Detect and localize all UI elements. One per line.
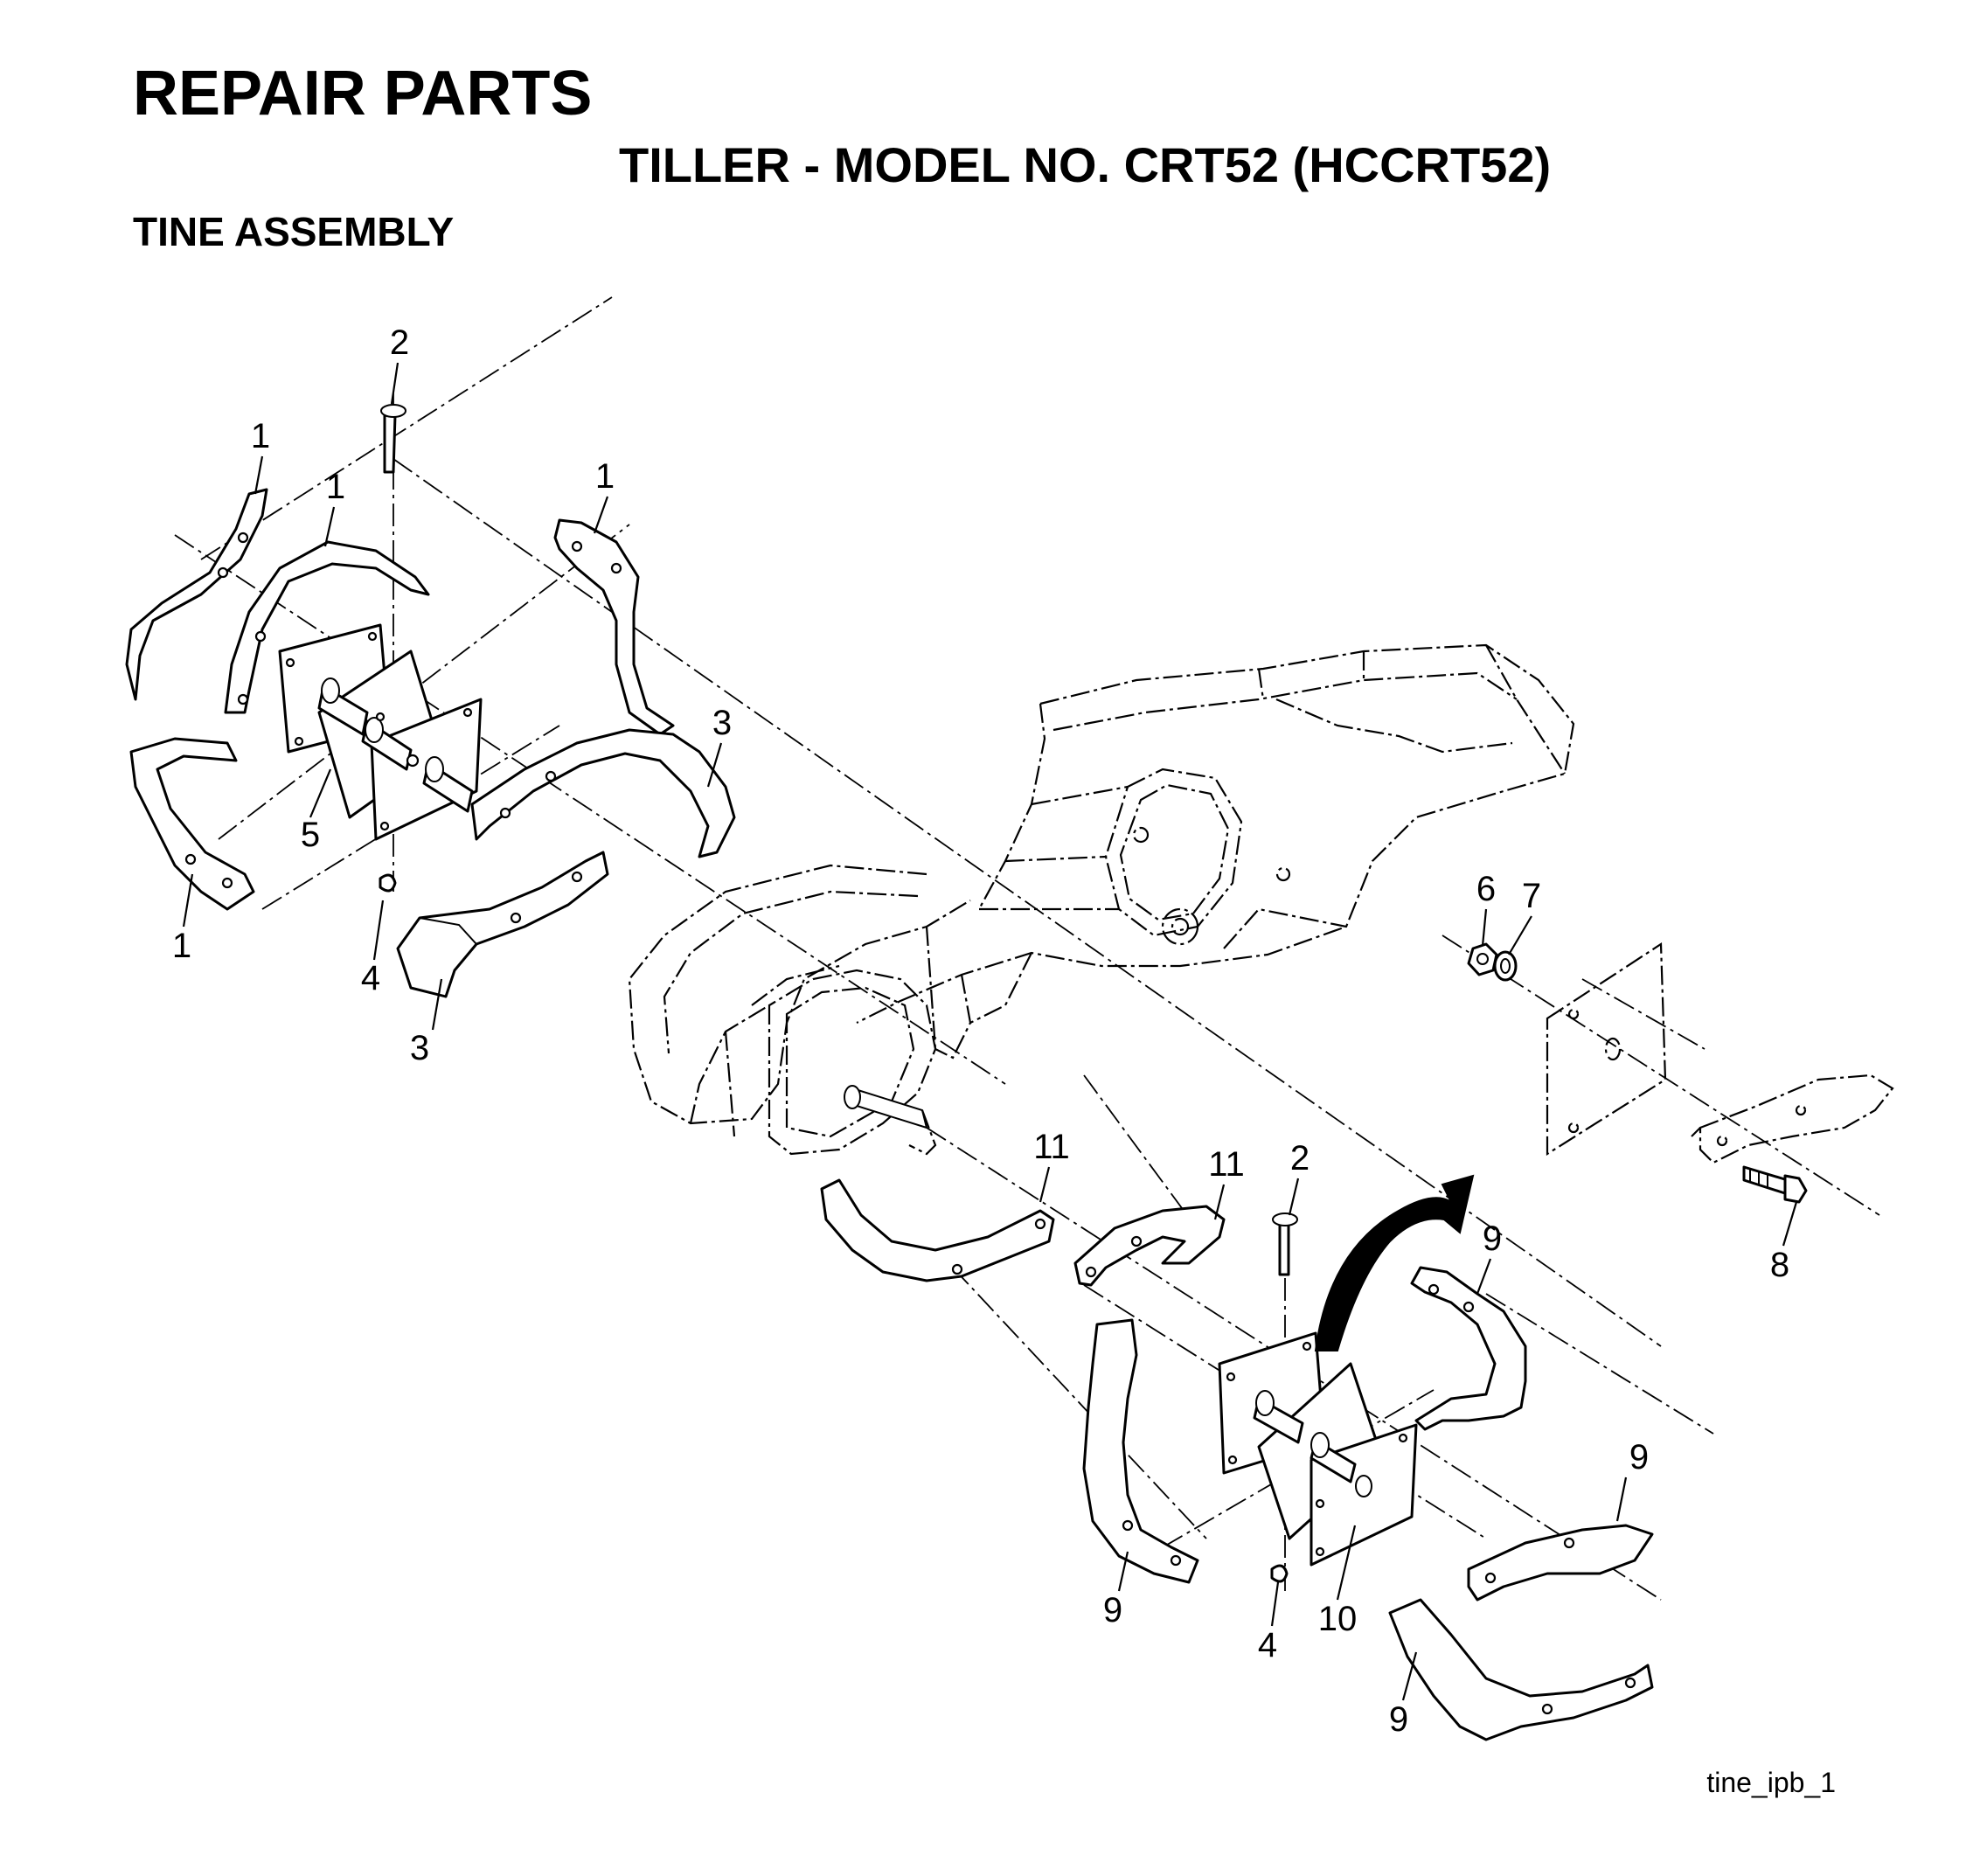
model-subtitle: TILLER - MODEL NO. CRT52 (HCCRT52) xyxy=(619,137,1552,192)
right-tine-assembly xyxy=(820,1174,1654,1741)
tine-11-left xyxy=(820,1178,1055,1282)
callout-5: 5 xyxy=(301,816,320,854)
figure-code: tine_ipb_1 xyxy=(1706,1767,1836,1798)
callout-3: 3 xyxy=(712,704,732,742)
callout-9: 9 xyxy=(1629,1438,1649,1476)
assembly-center-lines xyxy=(174,296,1880,1601)
right-side-hardware xyxy=(1467,942,1894,1204)
callout-2: 2 xyxy=(390,323,409,362)
tine-1-lower xyxy=(129,737,255,911)
tiller-body-outline xyxy=(628,643,1575,1156)
callout-9: 9 xyxy=(1483,1219,1502,1258)
tine-1-left-b xyxy=(224,540,430,714)
callout-1: 1 xyxy=(595,457,615,496)
callout-9: 9 xyxy=(1389,1700,1408,1739)
tine-1-left-a xyxy=(125,488,268,701)
tine-9-middle-right xyxy=(1467,1524,1654,1602)
tine-3-upper xyxy=(470,728,736,858)
tine-9-upper-right xyxy=(1410,1266,1527,1431)
tine-1-right xyxy=(553,518,675,736)
tine-9-left xyxy=(1082,1318,1199,1584)
callout-labels: 1 1 1 1 2 3 3 4 5 6 7 8 11 11 2 9 9 9 9 … xyxy=(172,323,1789,1739)
page-title: REPAIR PARTS xyxy=(133,59,593,129)
callout-11: 11 xyxy=(1033,1128,1070,1166)
tine-3-lower xyxy=(396,851,609,998)
callout-1: 1 xyxy=(326,468,345,506)
callout-3: 3 xyxy=(410,1029,429,1067)
callout-11: 11 xyxy=(1208,1145,1245,1184)
tine-9-lower-right xyxy=(1388,1598,1654,1741)
callout-2: 2 xyxy=(1290,1139,1310,1178)
tine-11-right xyxy=(1073,1205,1226,1287)
callout-9: 9 xyxy=(1103,1591,1122,1629)
callout-1: 1 xyxy=(251,417,270,455)
rotation-direction-arrow xyxy=(1314,1174,1475,1351)
callout-4: 4 xyxy=(1258,1626,1277,1664)
left-tine-assembly xyxy=(125,404,736,998)
callout-7: 7 xyxy=(1522,877,1541,915)
hairpin-clip-4-left xyxy=(379,873,397,893)
hairpin-clip-4-right xyxy=(1270,1564,1289,1583)
callout-1: 1 xyxy=(172,927,191,965)
callout-leaders xyxy=(182,362,1798,1701)
callout-8: 8 xyxy=(1770,1246,1789,1284)
callout-6: 6 xyxy=(1476,870,1496,908)
section-title: TINE ASSEMBLY xyxy=(133,209,455,254)
callout-4: 4 xyxy=(361,959,380,997)
callout-10: 10 xyxy=(1318,1600,1358,1638)
